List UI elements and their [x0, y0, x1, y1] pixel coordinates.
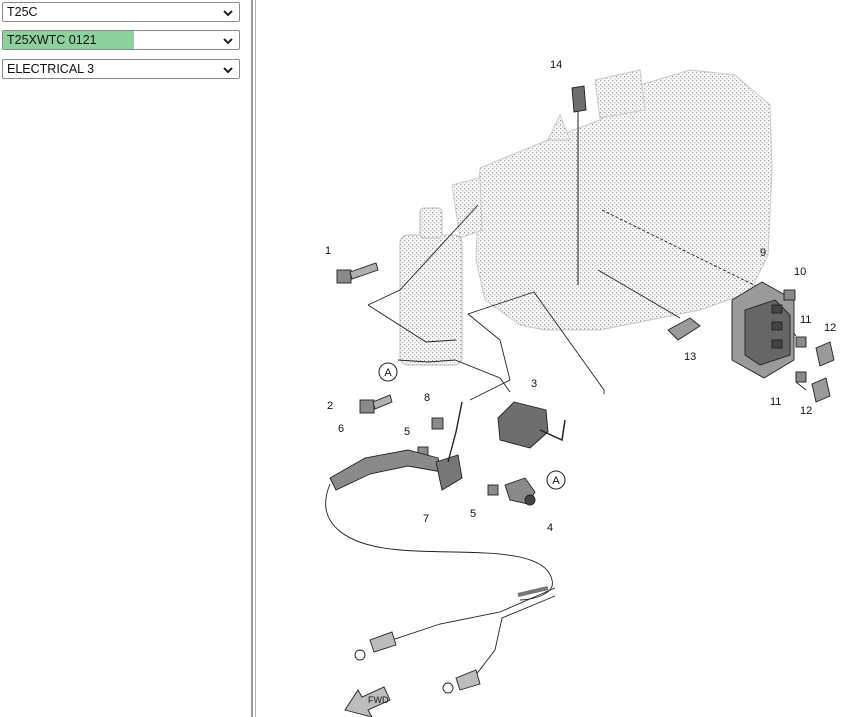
panel-divider[interactable]	[251, 0, 253, 717]
forward-label: FWD	[368, 695, 389, 705]
callout-label: 9	[760, 247, 766, 259]
chevron-down-icon	[223, 67, 233, 74]
engine-block	[451, 69, 773, 331]
svg-text:A: A	[384, 367, 392, 379]
cable-terminal-left	[354, 631, 397, 661]
ref-marker-a-2: A	[546, 470, 566, 490]
section-select[interactable]: ELECTRICAL 3	[2, 59, 240, 79]
callout-label: 6	[338, 423, 344, 435]
clip-part-13	[667, 317, 701, 341]
relay-block-part-9	[731, 281, 795, 379]
callout-label: 2	[327, 400, 333, 412]
callout-label: 5	[404, 426, 410, 438]
callout-label: 11	[770, 396, 781, 408]
exploded-parts-drawing: A A FWD 1 2 3 4 5 5 6 7 8 9 10 11 11 12 …	[325, 59, 836, 717]
callout-label: 13	[684, 351, 696, 363]
bolt-part-2	[359, 394, 393, 414]
clamp-part-7	[435, 401, 463, 491]
callout-label: 11	[800, 314, 811, 326]
callout-label: 10	[794, 266, 806, 278]
serial-select-value: T25XWTC 0121	[7, 33, 97, 47]
terminal-part-4	[504, 477, 536, 506]
fuse-part-12	[811, 341, 835, 403]
connector-part-14	[571, 85, 587, 113]
sleeve-part-6	[329, 449, 443, 491]
cable-terminal-right	[442, 669, 481, 694]
rectifier-part-3	[497, 401, 566, 449]
callout-label: 5	[470, 508, 476, 520]
callout-label: 3	[531, 378, 537, 390]
bolt-part-10	[783, 289, 796, 301]
callout-label: 7	[423, 513, 429, 525]
bolt-part-1	[336, 262, 379, 284]
section-select-value: ELECTRICAL 3	[7, 62, 95, 76]
callout-label: 14	[550, 59, 562, 71]
callout-label: 8	[424, 392, 430, 404]
ignition-coil	[399, 207, 463, 366]
callout-label: 4	[547, 522, 553, 534]
serial-select[interactable]: T25XWTC 0121	[2, 30, 240, 50]
forward-direction-arrow	[344, 686, 391, 717]
model-select-value: T25C	[7, 5, 38, 19]
panel-divider-inner	[255, 0, 256, 717]
callout-label: 12	[800, 405, 812, 417]
ref-marker-a-1: A	[378, 362, 398, 382]
nut-part-8	[431, 417, 444, 430]
left-panel: T25C T25XWTC 0121 ELECTRICAL 3	[0, 0, 251, 717]
callout-label: 1	[325, 245, 331, 257]
callout-label: 12	[824, 322, 836, 334]
parts-diagram: A A FWD 1 2 3 4 5 5 6 7 8 9 10 11 11 12 …	[257, 0, 864, 717]
model-select[interactable]: T25C	[2, 2, 240, 22]
battery-cable	[325, 483, 556, 681]
svg-text:A: A	[552, 475, 560, 487]
chevron-down-icon	[223, 10, 233, 17]
nut-part-11	[795, 336, 807, 383]
chevron-down-icon	[223, 38, 233, 45]
selection-highlight	[3, 31, 134, 49]
